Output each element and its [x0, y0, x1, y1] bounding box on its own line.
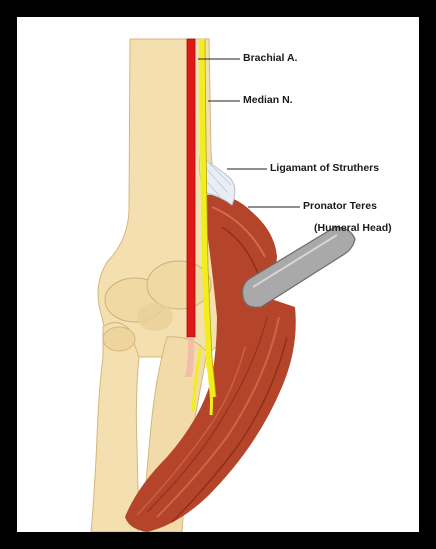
- label-brachial-artery: Brachial A.: [243, 52, 297, 64]
- elbow-anatomy-illustration: [17, 17, 419, 532]
- radius-bone: [91, 322, 139, 532]
- illustration-panel: Brachial A. Median N. Ligamant of Struth…: [17, 17, 419, 532]
- label-pronator-teres: Pronator Teres: [303, 200, 377, 212]
- trochlea-bone: [147, 261, 211, 309]
- label-median-nerve: Median N.: [243, 94, 293, 106]
- label-ligament-of-struthers: Ligamant of Struthers: [270, 162, 379, 174]
- brachial-artery: [187, 39, 195, 337]
- label-humeral-head: (Humeral Head): [314, 222, 392, 234]
